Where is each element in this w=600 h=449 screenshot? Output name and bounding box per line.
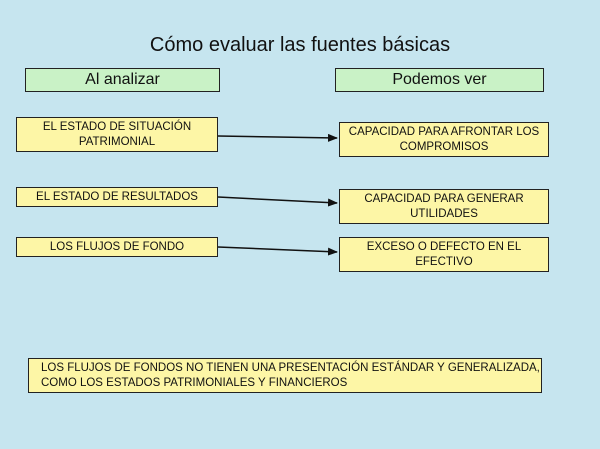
target-box-generar-utilidades: CAPACIDAD PARA GENERAR UTILIDADES — [339, 189, 549, 224]
diagram-title: Cómo evaluar las fuentes básicas — [149, 34, 451, 56]
header-podemos-ver: Podemos ver — [335, 68, 544, 92]
source-box-situacion-patrimonial: EL ESTADO DE SITUACIÓN PATRIMONIAL — [16, 117, 218, 152]
arrow-row-1 — [217, 133, 338, 142]
source-box-estado-resultados: EL ESTADO DE RESULTADOS — [16, 187, 218, 207]
arrow-row-3 — [217, 246, 338, 256]
target-box-exceso-defecto: EXCESO O DEFECTO EN EL EFECTIVO — [339, 237, 549, 272]
target-box-afrontar-compromisos: CAPACIDAD PARA AFRONTAR LOS COMPROMISOS — [339, 122, 549, 157]
arrow-row-2 — [217, 196, 338, 207]
header-al-analizar: Al analizar — [25, 68, 220, 92]
source-box-flujos-fondo: LOS FLUJOS DE FONDO — [16, 237, 218, 257]
note-box-flujos-fondos: LOS FLUJOS DE FONDOS NO TIENEN UNA PRESE… — [28, 358, 542, 393]
